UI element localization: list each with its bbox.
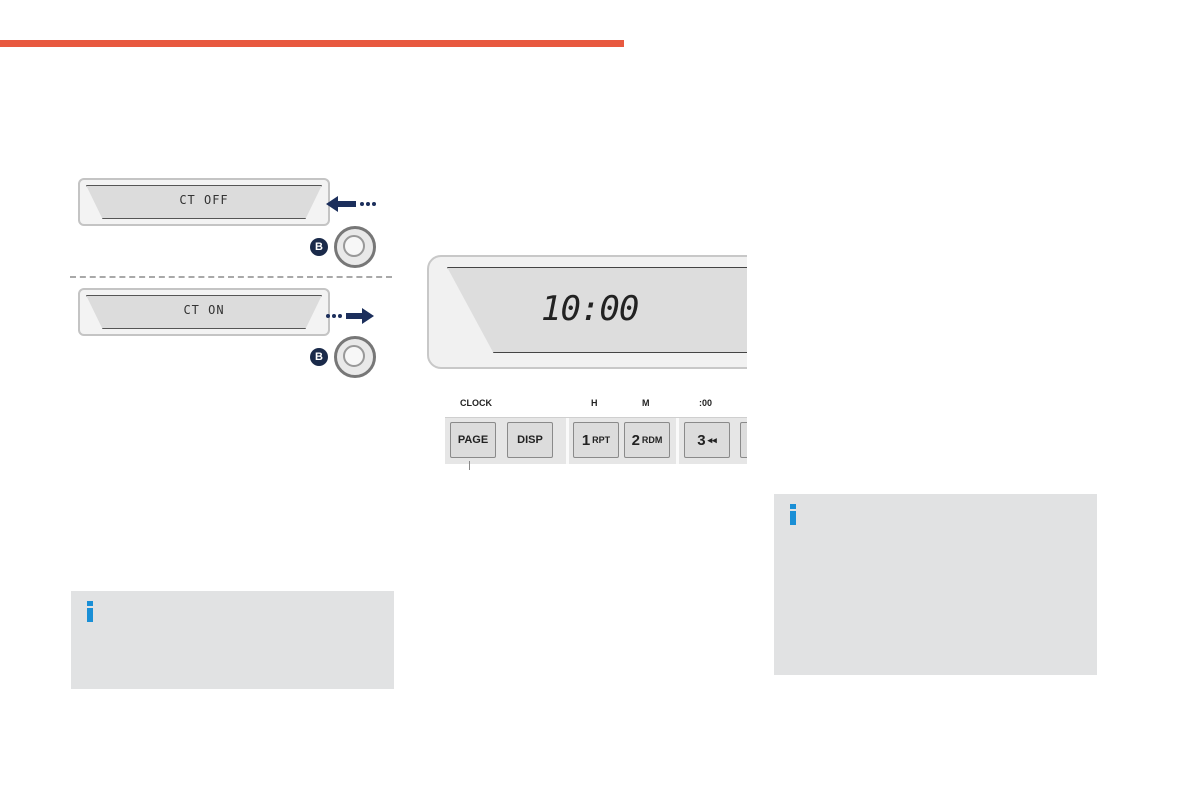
info-icon — [790, 504, 800, 525]
preset-4-button-partial — [740, 422, 747, 458]
info-box-right — [774, 494, 1097, 675]
label-h: H — [591, 398, 598, 408]
knob-badge-b: B — [310, 238, 328, 256]
header-accent-rule — [0, 40, 624, 47]
lcd-display-on: CT ON — [78, 288, 330, 336]
lcd-text-ct-on: CT ON — [183, 303, 225, 317]
page-button: PAGE — [450, 422, 496, 458]
ct-toggle-illustration: CT OFF B CT ON B — [70, 170, 400, 385]
dashed-divider — [70, 276, 392, 278]
button-pointer-line — [469, 461, 470, 470]
tuner-knob-icon — [334, 226, 376, 268]
clock-display-frame: 10:00 — [427, 255, 747, 369]
tuner-knob-icon — [334, 336, 376, 378]
info-icon — [87, 601, 97, 622]
lcd-display-off: CT OFF — [78, 178, 330, 226]
info-box-left — [71, 591, 394, 689]
disp-button: DISP — [507, 422, 553, 458]
knob-badge-b: B — [310, 348, 328, 366]
arrow-right-icon — [326, 308, 374, 324]
label-m: M — [642, 398, 650, 408]
lcd-text-ct-off: CT OFF — [179, 193, 229, 207]
preset-3-rewind-button: 3◂◂ — [684, 422, 730, 458]
label-clock: CLOCK — [460, 398, 492, 408]
label-zero: :00 — [699, 398, 713, 408]
clock-time-readout: 10:00 — [541, 289, 639, 329]
arrow-left-icon — [326, 196, 376, 212]
